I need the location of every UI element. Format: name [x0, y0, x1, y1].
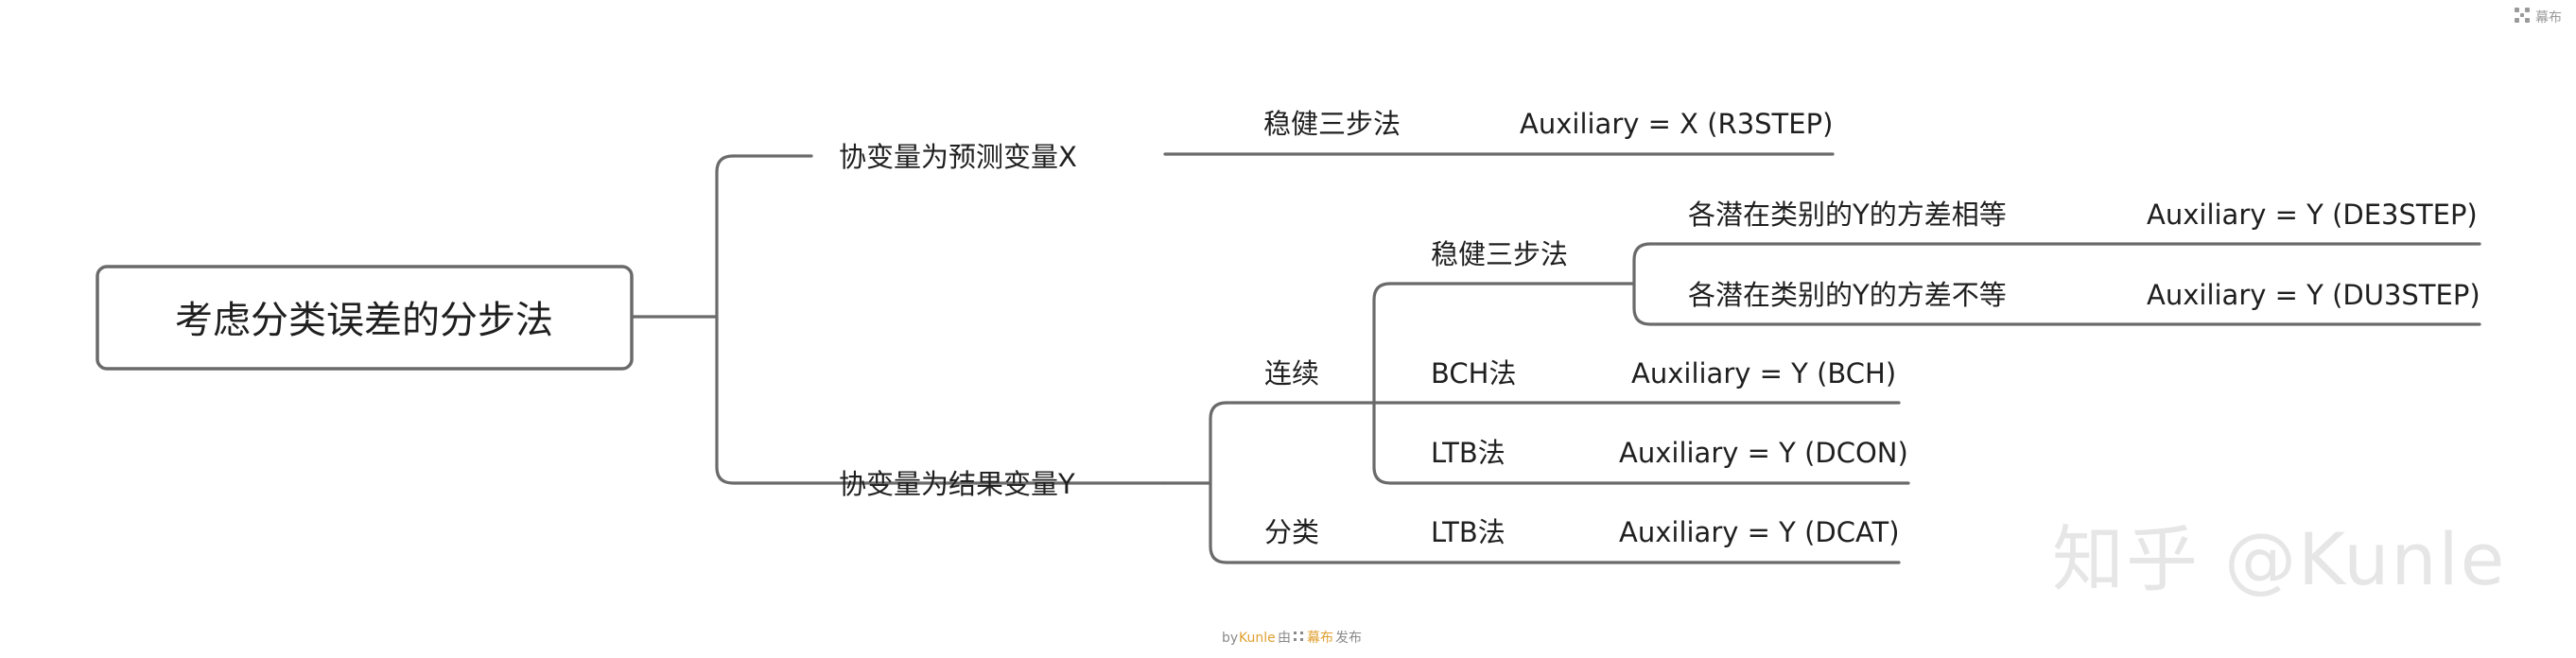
variance-equal-label: 各潜在类别的Y的方差相等 — [1688, 199, 2007, 231]
node-branch-x[interactable]: 协变量为预测变量X — [839, 141, 1077, 173]
root-node[interactable]: 考虑分类误差的分步法 — [96, 265, 634, 371]
node-variance-equal[interactable]: 各潜在类别的Y的方差相等 Auxiliary = Y (DE3STEP) — [1688, 199, 2478, 231]
node-ltb-continuous[interactable]: LTB法 Auxiliary = Y (DCON) — [1431, 437, 1908, 469]
root-label: 考虑分类误差的分步法 — [175, 299, 553, 342]
node-variance-unequal[interactable]: 各潜在类别的Y的方差不等 Auxiliary = Y (DU3STEP) — [1688, 279, 2480, 311]
credit-brand[interactable]: 幕布 — [1307, 631, 1333, 646]
node-ltb-categorical[interactable]: LTB法 Auxiliary = Y (DCAT) — [1431, 516, 1900, 548]
ltb-categorical-aux: Auxiliary = Y (DCAT) — [1619, 516, 1900, 548]
variance-equal-aux: Auxiliary = Y (DE3STEP) — [2147, 199, 2478, 231]
bch-aux: Auxiliary = Y (BCH) — [1631, 357, 1896, 390]
node-robust[interactable]: 稳健三步法 — [1431, 238, 1568, 270]
ltb-continuous-aux: Auxiliary = Y (DCON) — [1619, 437, 1908, 469]
variance-unequal-aux: Auxiliary = Y (DU3STEP) — [2147, 279, 2480, 311]
bch-label: BCH法 — [1431, 357, 1516, 390]
node-continuous[interactable]: 连续 — [1264, 357, 1319, 390]
node-bch[interactable]: BCH法 Auxiliary = Y (BCH) — [1431, 357, 1896, 390]
credit-by: by — [1222, 631, 1238, 646]
ltb-continuous-label: LTB法 — [1431, 437, 1506, 469]
ltb-categorical-label: LTB法 — [1431, 516, 1506, 548]
node-branch-x-method[interactable]: 稳健三步法 Auxiliary = X (R3STEP) — [1263, 108, 1833, 140]
continuous-label: 连续 — [1264, 357, 1319, 390]
node-categorical[interactable]: 分类 — [1264, 516, 1319, 548]
credit-logo-icon — [1294, 632, 1303, 641]
node-branch-y[interactable]: 协变量为结果变量Y — [839, 468, 1075, 500]
credit-publish: 发布 — [1335, 631, 1362, 646]
watermark: 知乎 @Kunle — [2052, 517, 2506, 601]
categorical-label: 分类 — [1264, 516, 1319, 548]
branch-x-method-label: 稳健三步法 — [1263, 108, 1401, 140]
branch-x-label: 协变量为预测变量X — [839, 141, 1077, 173]
top-brand-label: 幕布 — [2535, 10, 2562, 26]
edge-root-to-branches — [630, 154, 1167, 485]
branch-x-aux: Auxiliary = X (R3STEP) — [1520, 108, 1833, 140]
brand-logo-icon — [2515, 8, 2530, 23]
edge-branch-y-trunk — [1163, 401, 1901, 564]
edge-continuous — [1225, 282, 1910, 485]
footer-credit: by Kunle 由 幕布 发布 — [1222, 631, 1362, 646]
credit-via: 由 — [1278, 631, 1291, 646]
edge-branch-x — [731, 152, 1835, 158]
robust-label: 稳健三步法 — [1431, 238, 1568, 270]
root-box — [96, 265, 634, 371]
variance-unequal-label: 各潜在类别的Y的方差不等 — [1688, 279, 2007, 311]
branch-y-label: 协变量为结果变量Y — [839, 468, 1075, 500]
edge-robust — [1388, 242, 2481, 326]
top-brand[interactable]: 幕布 — [2515, 8, 2562, 26]
credit-author[interactable]: Kunle — [1239, 631, 1276, 646]
